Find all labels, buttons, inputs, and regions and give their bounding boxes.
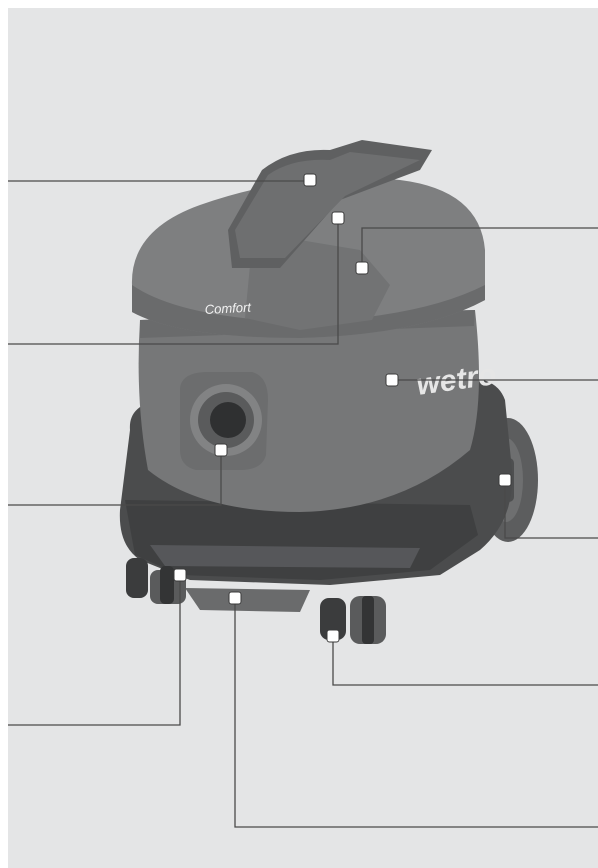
callout-line-front-left-caster xyxy=(8,575,181,726)
marker-front-left-caster[interactable] xyxy=(173,568,187,582)
callout-line-lid-button xyxy=(361,227,598,268)
callout-line-front-right-caster xyxy=(332,636,598,686)
front-left-caster-graphic xyxy=(126,558,186,604)
lid-graphic: Comfort xyxy=(131,177,485,338)
callout-line-lid-latch xyxy=(8,218,339,345)
carry-handle-graphic xyxy=(228,140,432,268)
model-label: Comfort xyxy=(204,300,252,317)
marker-hose-inlet[interactable] xyxy=(214,443,228,457)
callout-line-front-bumper xyxy=(234,598,598,828)
callout-line-rear-wheel xyxy=(504,480,598,539)
marker-rear-wheel[interactable] xyxy=(498,473,512,487)
marker-carry-handle[interactable] xyxy=(303,173,317,187)
marker-front-bumper[interactable] xyxy=(228,591,242,605)
marker-lid-button[interactable] xyxy=(355,261,369,275)
callout-line-hose-inlet xyxy=(8,450,222,506)
hose-inlet-graphic xyxy=(180,372,268,470)
marker-lid-latch[interactable] xyxy=(331,211,345,225)
marker-front-right-caster[interactable] xyxy=(326,629,340,643)
front-right-caster-graphic xyxy=(320,596,386,644)
marker-container-body[interactable] xyxy=(385,373,399,387)
